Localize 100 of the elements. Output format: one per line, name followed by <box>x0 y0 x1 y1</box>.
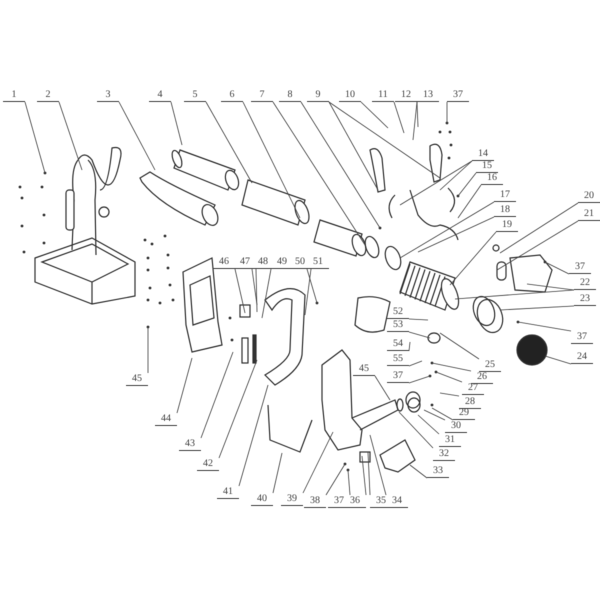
callout-number: 38 <box>304 495 326 508</box>
callout-number: 10 <box>339 89 361 102</box>
leader-line <box>368 452 370 496</box>
leader-line <box>306 268 318 304</box>
leader-line <box>436 372 462 382</box>
callout-number: 53 <box>387 319 409 332</box>
leader-line <box>450 232 496 286</box>
callout-number: 7 <box>251 89 273 102</box>
callout-number: 3 <box>97 89 119 102</box>
leader-line <box>394 102 404 134</box>
leader-line <box>206 102 252 184</box>
leader-line <box>408 342 410 352</box>
leader-line <box>262 268 272 318</box>
callout-number: 9 <box>307 89 329 102</box>
callout-number: 52 <box>387 306 409 319</box>
leader-line <box>272 102 366 246</box>
callout-number: 47 <box>234 256 256 269</box>
callout-number: 37 <box>328 495 350 508</box>
callout-number: 35 <box>370 495 392 508</box>
leader-line <box>256 268 258 312</box>
leader-line <box>304 268 312 316</box>
callout-number: 36 <box>344 495 366 508</box>
leader-line <box>360 102 388 128</box>
leader-line <box>418 216 494 252</box>
callout-number: 17 <box>494 189 516 202</box>
callout-number: 34 <box>386 495 408 508</box>
callout-number: 42 <box>197 458 219 471</box>
leader-line <box>234 268 246 314</box>
callout-number: 6 <box>221 89 243 102</box>
callout-number: 11 <box>372 89 394 102</box>
callout-number: 8 <box>279 89 301 102</box>
callout-number: 46 <box>213 256 235 269</box>
leader-line <box>410 464 428 478</box>
callout-number: 51 <box>307 256 329 269</box>
callout-number: 41 <box>217 486 239 499</box>
leader-line <box>500 202 578 254</box>
leader-line <box>218 360 258 458</box>
callout-number: 33 <box>427 465 449 478</box>
leader-line <box>440 392 460 396</box>
leader-line <box>500 306 574 310</box>
callout-number: 45 <box>126 373 148 386</box>
callout-number: 31 <box>439 434 461 447</box>
leader-line <box>518 322 572 332</box>
leader-line <box>458 172 476 196</box>
callout-number: 37 <box>569 261 591 274</box>
callout-number: 25 <box>479 359 501 372</box>
callout-number: 45 <box>353 363 375 376</box>
leader-line <box>370 434 386 496</box>
callout-number: 14 <box>472 148 494 161</box>
callout-number: 39 <box>281 493 303 506</box>
leader-line <box>242 102 300 218</box>
leader-line <box>418 414 440 434</box>
leader-line <box>272 452 282 494</box>
leader-line <box>374 376 390 400</box>
leader-line <box>24 102 46 174</box>
callout-number: 12 <box>395 89 417 102</box>
leader-line <box>424 410 446 420</box>
leader-line <box>440 332 480 360</box>
leader-line <box>526 284 574 290</box>
leader-line <box>400 160 472 206</box>
callout-number: 23 <box>574 293 596 306</box>
leader-line <box>328 102 440 178</box>
callout-number: 15 <box>476 160 498 173</box>
callout-number: 37 <box>387 370 409 383</box>
leader-line <box>58 102 82 170</box>
callout-number: 2 <box>37 89 59 102</box>
leader-line <box>408 332 430 338</box>
callout-number: 32 <box>433 448 455 461</box>
callout-number: 20 <box>578 190 600 203</box>
leader-line <box>432 362 472 372</box>
leader-line <box>302 432 334 494</box>
callout-number: 50 <box>289 256 311 269</box>
callout-number: 28 <box>459 396 481 409</box>
leader-line <box>170 102 182 146</box>
leader-line <box>408 318 428 320</box>
leader-line <box>496 220 578 270</box>
leader-line <box>176 358 192 414</box>
leader-line <box>408 360 422 366</box>
leader-line <box>458 184 482 218</box>
callout-number: 16 <box>481 172 503 185</box>
leader-line <box>544 356 572 364</box>
callout-number: 49 <box>271 256 293 269</box>
leader-line <box>416 102 418 128</box>
callout-number: 1 <box>3 89 25 102</box>
callout-number: 37 <box>571 331 593 344</box>
callout-number: 24 <box>571 351 593 364</box>
callout-number: 13 <box>417 89 439 102</box>
leader-line <box>118 102 156 170</box>
leader-line <box>362 456 366 496</box>
leader-line <box>544 262 570 274</box>
leader-line <box>446 102 448 124</box>
callout-number: 40 <box>251 493 273 506</box>
leader-line <box>326 464 346 496</box>
leader-line <box>252 268 258 306</box>
callout-number: 54 <box>387 338 409 351</box>
callout-number: 19 <box>496 219 518 232</box>
leader-line <box>454 290 574 300</box>
callout-number: 30 <box>445 420 467 433</box>
callout-number: 18 <box>494 204 516 217</box>
leader-line <box>328 102 378 190</box>
